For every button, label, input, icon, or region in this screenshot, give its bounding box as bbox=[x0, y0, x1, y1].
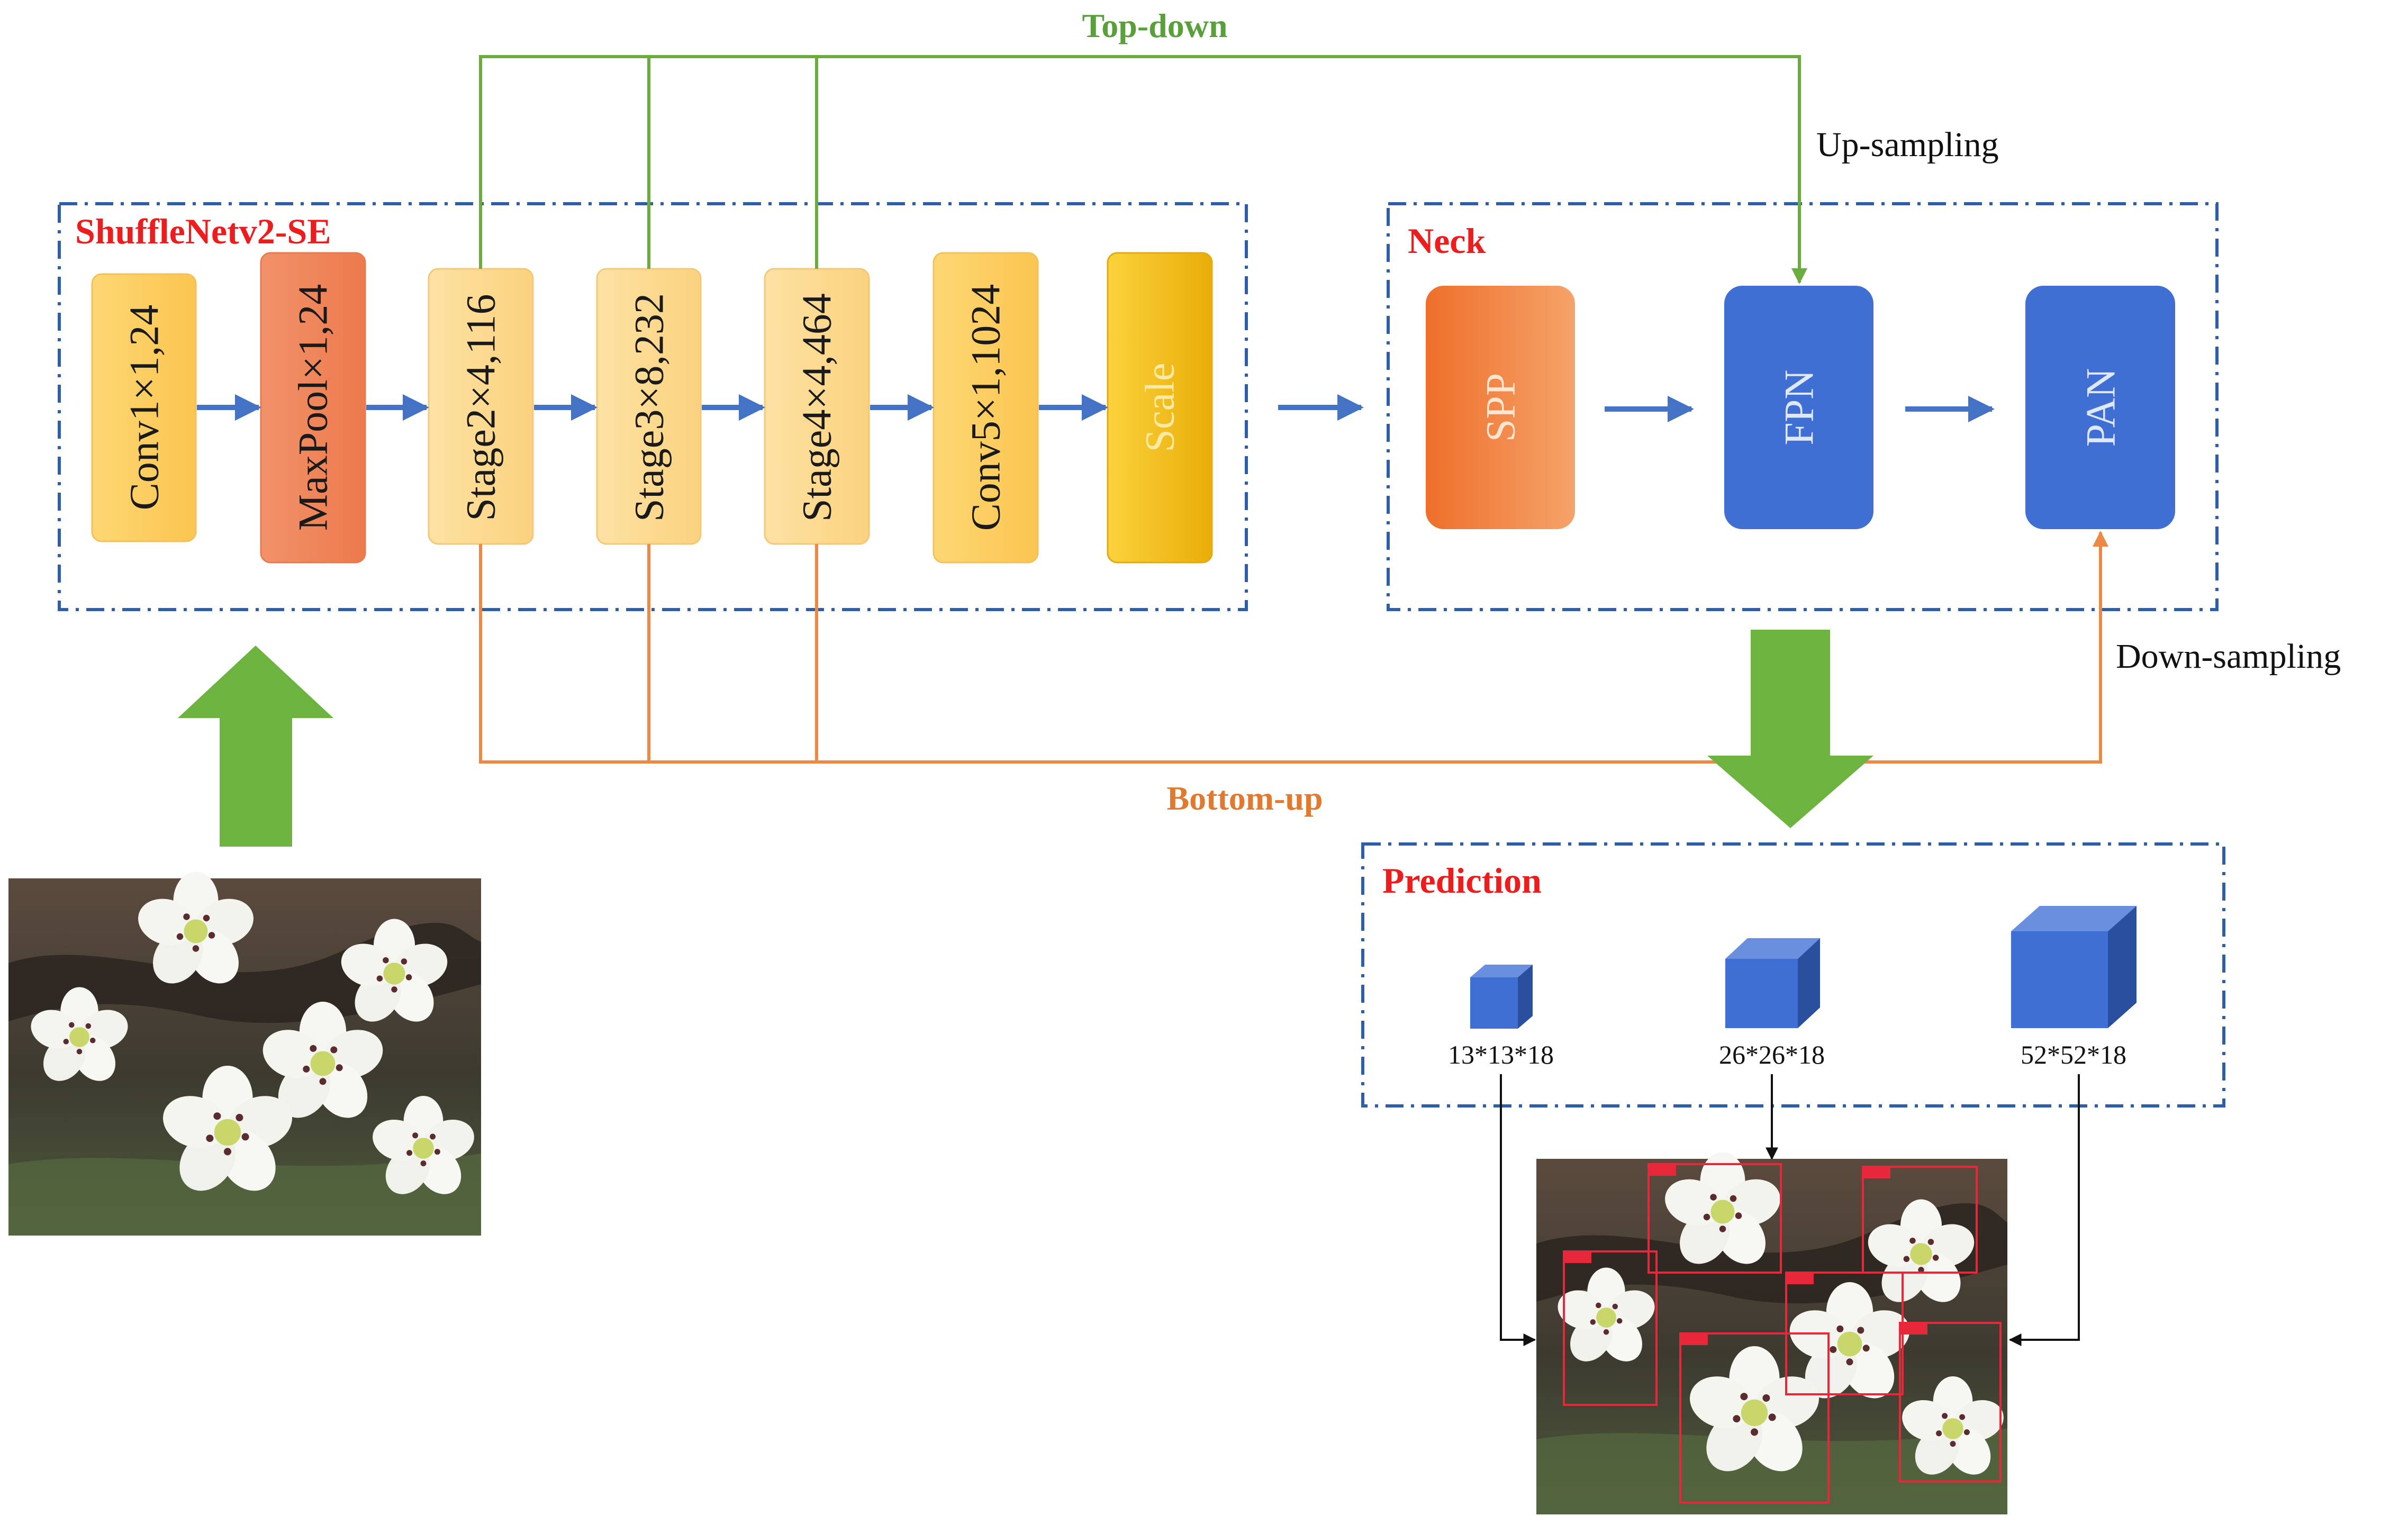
bottom-up-path: Bottom-up Down-sampling bbox=[479, 531, 2341, 817]
up-sampling-label: Up-sampling bbox=[1816, 125, 1999, 164]
prediction-border bbox=[1361, 842, 2225, 1108]
detection-tag bbox=[1564, 1251, 1591, 1263]
neck-block-label: FPN bbox=[1776, 369, 1822, 445]
detection-box bbox=[1899, 1322, 2002, 1483]
backbone-block-label: Stage4×4,464 bbox=[794, 293, 840, 522]
backbone-block-maxpool: MaxPool×1,24 bbox=[260, 252, 366, 564]
detection-tag bbox=[1863, 1167, 1890, 1178]
output-dim-label: 52*52*18 bbox=[2021, 1040, 2126, 1069]
detection-tag bbox=[1680, 1333, 1708, 1345]
neck-down-arrow bbox=[1707, 630, 1873, 828]
prediction-group: Prediction 13*13*18 26*26*18 52*52*18 bbox=[1361, 842, 2225, 1108]
backbone-title: ShuffleNetv2-SE bbox=[75, 211, 331, 251]
down-sampling-label: Down-sampling bbox=[2116, 637, 2341, 676]
output-connector-small bbox=[1500, 1074, 1536, 1346]
detection-tag bbox=[1900, 1323, 1927, 1335]
detection-tag bbox=[1786, 1273, 1814, 1284]
neck-block-label: SPP bbox=[1478, 373, 1524, 442]
detection-box bbox=[1647, 1163, 1782, 1274]
backbone-block-label: Stage2×4,116 bbox=[458, 294, 504, 521]
detection-box bbox=[1862, 1166, 1978, 1274]
backbone-block-label: Scale bbox=[1137, 363, 1183, 452]
neck-block-pan: PAN bbox=[2025, 286, 2175, 529]
backbone-block-stage4: Stage4×4,464 bbox=[764, 268, 870, 545]
backbone-block-conv5: Conv5×1,1024 bbox=[933, 252, 1039, 564]
detection-box bbox=[1563, 1250, 1658, 1406]
output-cube-small bbox=[1470, 965, 1533, 1029]
output-cube-medium bbox=[1725, 938, 1820, 1028]
neck-title: Neck bbox=[1408, 221, 1486, 261]
detection-tag bbox=[1649, 1164, 1676, 1176]
backbone-block-stage3: Stage3×8,232 bbox=[596, 268, 702, 545]
backbone-block-scale: Scale bbox=[1107, 252, 1213, 564]
output-cube-large bbox=[2011, 906, 2137, 1028]
neck-block-label: PAN bbox=[2078, 368, 2124, 447]
neck-block-fpn: FPN bbox=[1724, 286, 1873, 529]
backbone-border bbox=[58, 202, 1248, 611]
prediction-title: Prediction bbox=[1382, 860, 1542, 901]
backbone-block-label: Stage3×8,232 bbox=[626, 293, 672, 522]
input-up-arrow bbox=[178, 646, 333, 847]
detection-box bbox=[1679, 1332, 1830, 1504]
input-image bbox=[8, 872, 481, 1236]
output-dim-label: 26*26*18 bbox=[1719, 1040, 1825, 1069]
top-down-label: Top-down bbox=[1082, 7, 1227, 44]
neck-block-spp: SPP bbox=[1426, 286, 1575, 529]
backbone-block-label: Conv1×1,24 bbox=[121, 305, 167, 511]
bottom-up-line bbox=[479, 531, 2108, 764]
detection-result-image bbox=[1536, 1152, 2009, 1514]
backbone-group: ShuffleNetv2-SE Conv1×1,24 MaxPool×1,24 … bbox=[58, 202, 1248, 611]
backbone-block-label: MaxPool×1,24 bbox=[290, 284, 336, 531]
top-down-line bbox=[479, 55, 1807, 284]
backbone-block-label: Conv5×1,1024 bbox=[963, 284, 1009, 531]
output-dim-label: 13*13*18 bbox=[1448, 1040, 1554, 1069]
bottom-up-label: Bottom-up bbox=[1166, 779, 1323, 817]
backbone-block-conv1: Conv1×1,24 bbox=[91, 273, 197, 542]
output-connector-large bbox=[2008, 1074, 2080, 1346]
neck-group: Neck SPP FPN PAN bbox=[1387, 202, 2219, 611]
top-down-path: Top-down Up-sampling bbox=[479, 7, 1999, 284]
backbone-block-stage2: Stage2×4,116 bbox=[428, 268, 534, 545]
